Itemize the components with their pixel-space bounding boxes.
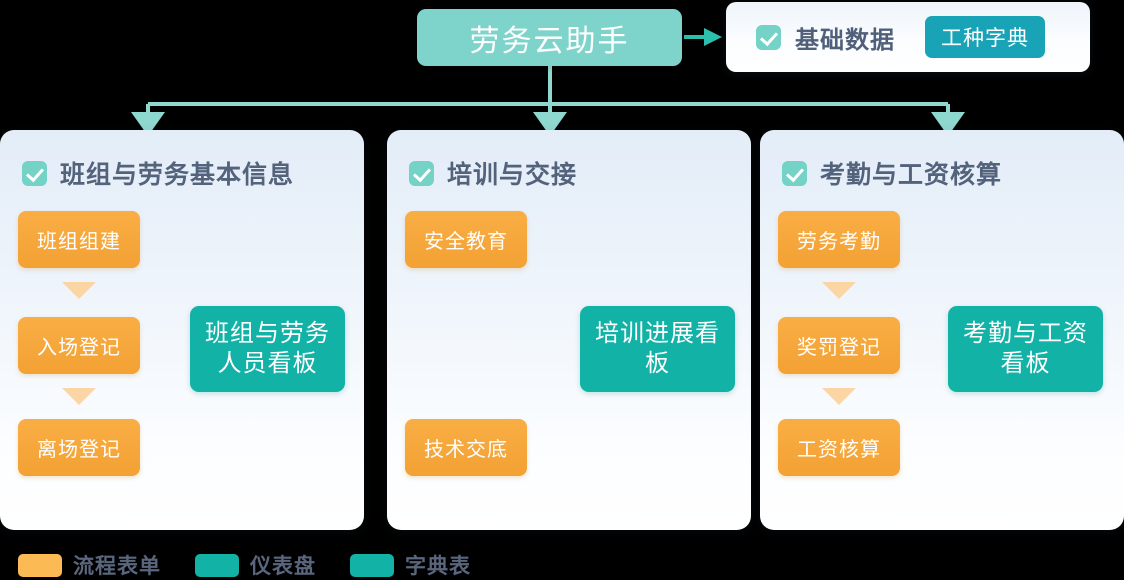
work-type-dictionary-button[interactable]: 工种字典	[925, 16, 1045, 58]
legend-item: 字典表	[350, 550, 471, 580]
legend-item: 仪表盘	[195, 550, 316, 580]
step-arrow-down-icon	[62, 282, 96, 299]
flow-box-step[interactable]: 工资核算	[778, 419, 900, 476]
basic-data-group: 基础数据	[756, 20, 895, 55]
checkbox-checked-icon[interactable]	[22, 160, 47, 186]
flow-box-step[interactable]: 劳务考勤	[778, 211, 900, 268]
app-title-text: 劳务云助手	[469, 24, 630, 58]
panel-1-header: 班组与劳务基本信息	[22, 155, 294, 191]
checkbox-checked-icon[interactable]	[756, 24, 781, 50]
legend-item: 流程表单	[18, 550, 161, 580]
dashboard-box[interactable]: 考勤与工资看板	[948, 306, 1103, 392]
panel-1-title: 班组与劳务基本信息	[60, 161, 295, 189]
panel-3-header: 考勤与工资核算	[782, 155, 1002, 191]
panel-basic-info: 班组与劳务基本信息 班组组建 入场登记 离场登记 班组与劳务人员看板	[0, 130, 364, 530]
checkbox-checked-icon[interactable]	[409, 160, 434, 186]
legend-label: 仪表盘	[250, 555, 316, 578]
app-title-pill: 劳务云助手	[417, 9, 682, 66]
step-arrow-down-icon	[822, 388, 856, 405]
dashboard-box[interactable]: 班组与劳务人员看板	[190, 306, 345, 392]
step-arrow-down-icon	[822, 282, 856, 299]
flow-box-step[interactable]: 技术交底	[405, 419, 527, 476]
step-arrow-down-icon	[62, 388, 96, 405]
flow-box-step[interactable]: 奖罚登记	[778, 317, 900, 374]
dashboard-box[interactable]: 培训进展看板	[580, 306, 735, 392]
flow-box-step[interactable]: 入场登记	[18, 317, 140, 374]
panel-2-header: 培训与交接	[409, 155, 577, 191]
panel-3-title: 考勤与工资核算	[820, 161, 1003, 189]
flow-box-step[interactable]: 离场登记	[18, 419, 140, 476]
checkbox-checked-icon[interactable]	[782, 160, 807, 186]
legend-swatch-flow-form	[18, 553, 62, 577]
legend: 流程表单 仪表盘 字典表	[18, 550, 505, 580]
panel-attendance-payroll: 考勤与工资核算 劳务考勤 奖罚登记 工资核算 考勤与工资看板	[760, 130, 1124, 530]
flow-box-step[interactable]: 班组组建	[18, 211, 140, 268]
legend-swatch-dictionary	[350, 553, 394, 577]
panel-2-title: 培训与交接	[447, 161, 578, 189]
legend-label: 流程表单	[73, 555, 161, 578]
legend-swatch-dashboard	[195, 553, 239, 577]
header-arrow-icon	[684, 28, 722, 46]
flow-box-step[interactable]: 安全教育	[405, 211, 527, 268]
basic-data-card: 基础数据 工种字典	[726, 2, 1090, 72]
panel-training: 培训与交接 安全教育 技术交底 培训进展看板	[387, 130, 751, 530]
legend-label: 字典表	[405, 555, 471, 578]
basic-data-label: 基础数据	[795, 26, 895, 54]
